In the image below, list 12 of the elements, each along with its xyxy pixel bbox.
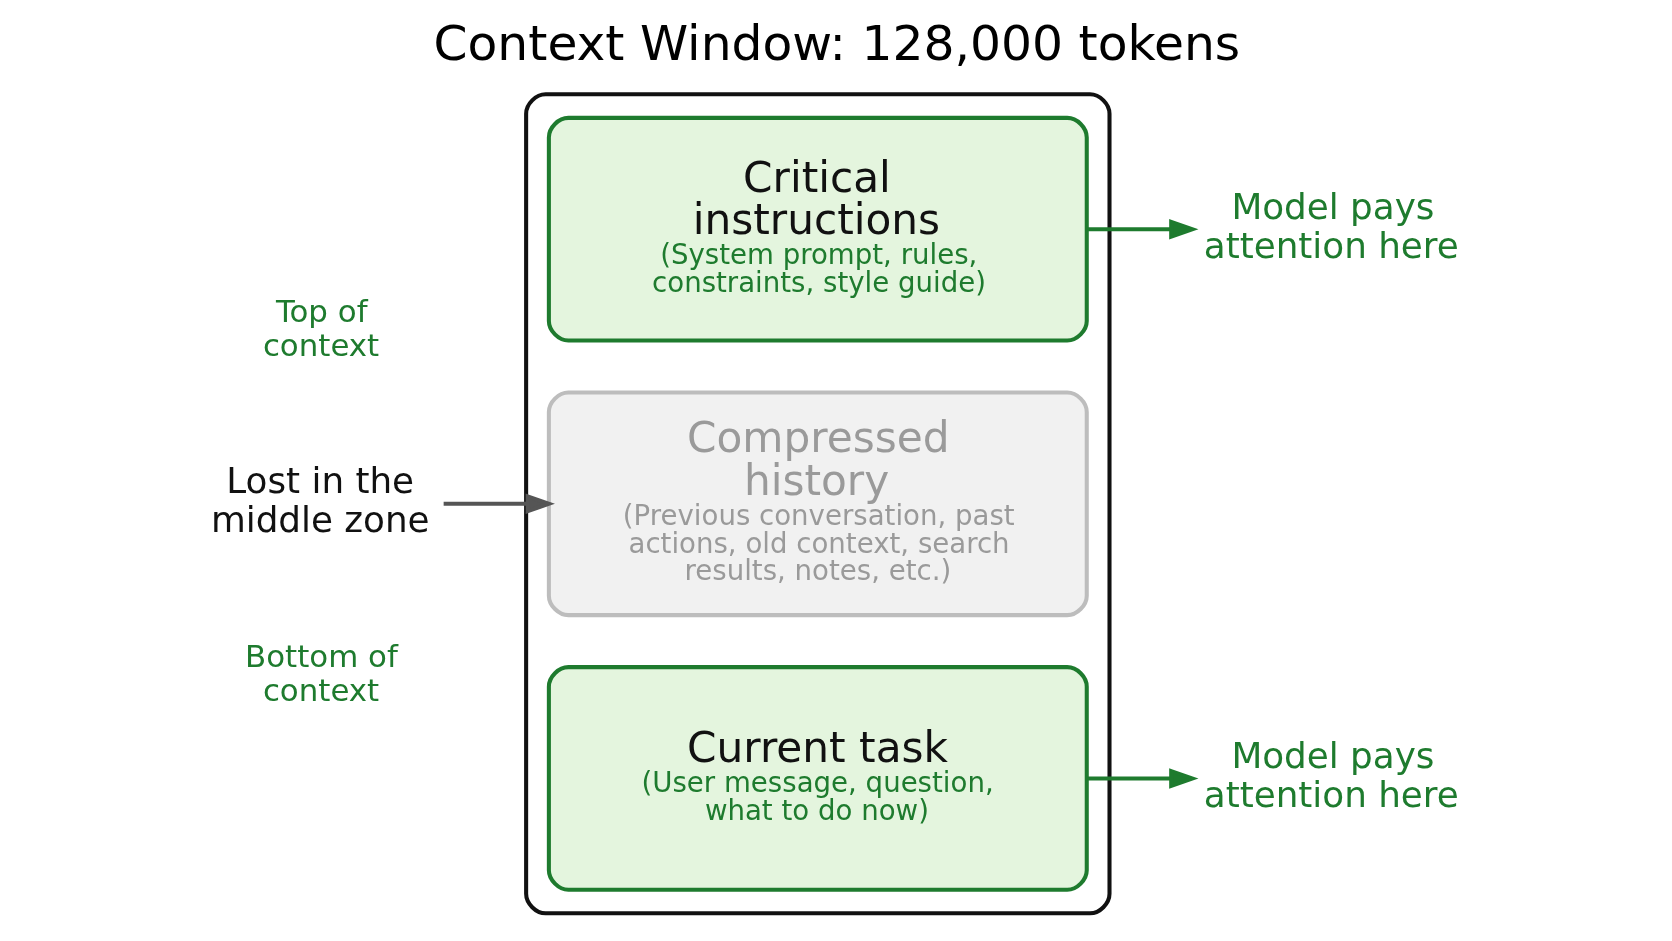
arrow (443, 493, 555, 515)
arrow (1086, 768, 1198, 789)
label: Bottom of context (244, 637, 398, 708)
arrow (1086, 218, 1198, 240)
node-text: Lost in the middle zone (210, 460, 430, 541)
node-box: Compressed history (Previous conversation, past actions, old context, search results, notes, etc.) (546, 390, 1089, 618)
label: Top of context (262, 293, 379, 364)
node-box: Current task (User message, question, what to do now) (546, 665, 1089, 892)
diagram-title: Context Window: 128,000 tokens (433, 15, 1240, 72)
node-box: Critical instructions (System prompt, rules, constraints, style guide) (546, 115, 1089, 343)
node-text: Model pays attention here (1203, 735, 1459, 816)
node-text: Model pays attention here (1203, 185, 1459, 266)
